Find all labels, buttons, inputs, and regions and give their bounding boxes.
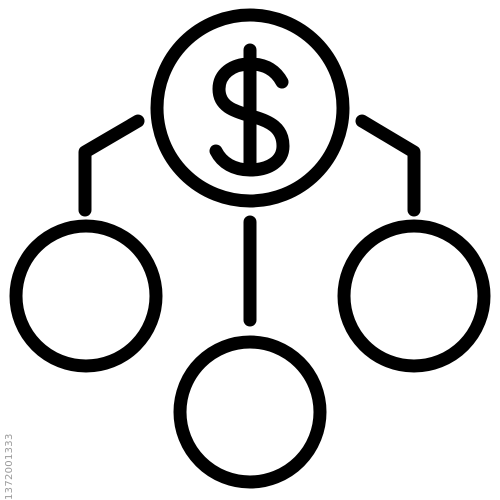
stock-id-watermark: 1372001333 — [4, 433, 15, 500]
center-coin-circle — [150, 8, 350, 208]
bottom-node-circle — [173, 335, 327, 489]
left-node-circle — [9, 219, 163, 373]
left-connector-line — [78, 114, 145, 217]
right-node-circle — [337, 219, 491, 373]
dollar-sign-icon — [209, 43, 290, 177]
right-connector-line — [355, 114, 421, 217]
